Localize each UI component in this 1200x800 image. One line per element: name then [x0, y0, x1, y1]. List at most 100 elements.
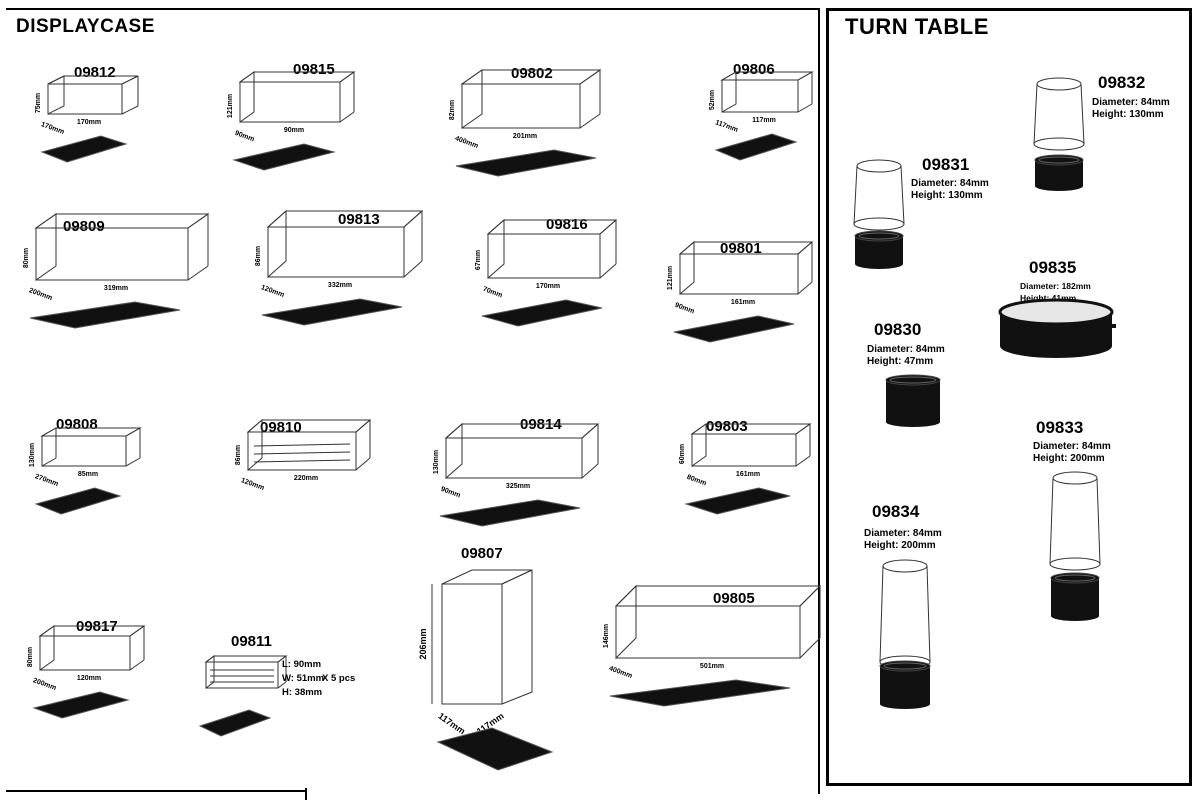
dim-height: 82mm [449, 100, 456, 120]
turntable-diameter-09833: Diameter: 84mm [1033, 441, 1111, 452]
dim-width: 170mm [77, 119, 101, 126]
turntable-disc-top [998, 298, 1114, 326]
dim-height: 60mm [679, 444, 686, 464]
turntable-base-body [880, 666, 930, 704]
dim-height: 130mm [433, 450, 440, 474]
dim-width: 501mm [700, 663, 724, 670]
turntable-dome-rim [1049, 557, 1101, 571]
turntable-disc-knob [1110, 324, 1116, 328]
displaycase-code-09812: 09812 [74, 64, 116, 81]
turntable-diameter-09831: Diameter: 84mm [911, 178, 989, 189]
dim-height: 80mm [23, 248, 30, 268]
turntable-base-groove [883, 662, 927, 670]
displaycase-code-09801: 09801 [720, 240, 762, 257]
dim-width: 201mm [513, 133, 537, 140]
case-base [29, 301, 181, 329]
turntable-dome-sides [879, 565, 931, 663]
turntable-dome-top [1036, 77, 1082, 91]
dim-width: 161mm [731, 299, 755, 306]
dim-width: 170mm [536, 283, 560, 290]
case-base [481, 299, 603, 327]
dim-height: 86mm [255, 246, 262, 266]
turntable-base-body [1051, 578, 1099, 616]
turntable-drawing-09832 [1033, 77, 1085, 191]
dim-width: 325mm [506, 483, 530, 490]
dim-height: 86mm [235, 445, 242, 465]
turntable-base-bottom [1035, 181, 1083, 191]
turntable-code-09830: 09830 [874, 320, 922, 339]
dim-height: 75mm [35, 93, 42, 113]
spec-09811-length: L: 90mm [282, 659, 322, 670]
turntable-height-09834: Height: 200mm [864, 540, 936, 551]
displaycase-code-09806: 09806 [733, 61, 775, 78]
turntable-dome-top [1052, 471, 1098, 485]
case-base [439, 499, 581, 527]
dim-width: 319mm [104, 285, 128, 292]
turntable-diameter-09835: Diameter: 182mm [1020, 281, 1091, 291]
turntable-base-bottom [880, 699, 930, 709]
spec-09811-width: W: 51mm [282, 673, 325, 684]
displaycase-code-09808: 09808 [56, 416, 98, 433]
case-base [34, 487, 122, 515]
turntable-base-groove [1054, 574, 1096, 582]
displaycase-code-09803: 09803 [706, 418, 748, 435]
dim-width: 120mm [77, 675, 101, 682]
dim-height: 80mm [27, 647, 34, 667]
turntable-drawing-09830 [885, 374, 941, 427]
displaycase-code-09811: 09811 [231, 633, 272, 650]
displaycase-code-09815: 09815 [293, 61, 335, 78]
turntable-dome-sides [1033, 83, 1085, 145]
dim-width: 117mm [752, 117, 776, 124]
case-side-face [501, 569, 533, 705]
dim-height: 121mm [667, 266, 674, 290]
turntable-code-09834: 09834 [872, 502, 920, 521]
turntable-diameter-09834: Diameter: 84mm [864, 528, 942, 539]
turntable-height-09833: Height: 200mm [1033, 453, 1105, 464]
turntable-code-09831: 09831 [922, 155, 970, 174]
dim-width: 90mm [284, 127, 304, 134]
dim-height: 67mm [475, 250, 482, 270]
dim-width: 85mm [78, 471, 98, 478]
displaycase-panel [6, 8, 820, 794]
spec-09811-qty: X 5 pcs [322, 673, 356, 684]
displaycase-code-09807: 09807 [461, 545, 503, 562]
displaycase-code-09810: 09810 [260, 419, 302, 436]
dim-width: 220mm [294, 475, 318, 482]
dim-height: 206mm [418, 628, 428, 659]
case-base [436, 727, 554, 771]
spec-09811-height: H: 38mm [282, 687, 323, 698]
displaycase-code-09802: 09802 [511, 65, 553, 82]
turntable-code-09832: 09832 [1098, 73, 1146, 92]
turntable-base-bottom [886, 417, 940, 427]
turntable-dome-top [856, 159, 902, 173]
case-base [198, 709, 272, 737]
turntable-base-groove [858, 232, 900, 240]
dim-height: 146mm [603, 624, 610, 648]
turntable-dome-top [882, 559, 928, 573]
turntable-base-body [886, 380, 940, 422]
dim-width: 332mm [328, 282, 352, 289]
turntable-dome-rim [1033, 137, 1085, 151]
turntable-title: TURN TABLE [845, 14, 989, 39]
case-base [261, 298, 403, 326]
turntable-drawing-09834 [879, 559, 931, 709]
turntable-code-09835: 09835 [1029, 258, 1077, 277]
displaycase-code-09809: 09809 [63, 218, 105, 235]
turntable-base-bottom [1051, 611, 1099, 621]
turntable-dome-rim [853, 217, 905, 231]
turntable-drawing-09835 [998, 298, 1116, 358]
displaycase-code-09813: 09813 [338, 211, 380, 228]
case-base [673, 315, 795, 343]
turntable-base-bottom [855, 259, 903, 269]
turntable-dome-sides [1049, 477, 1101, 565]
dim-width: 161mm [736, 471, 760, 478]
turntable-height-09831: Height: 130mm [911, 190, 983, 201]
case-base [714, 133, 798, 161]
turntable-diameter-09830: Diameter: 84mm [867, 344, 945, 355]
